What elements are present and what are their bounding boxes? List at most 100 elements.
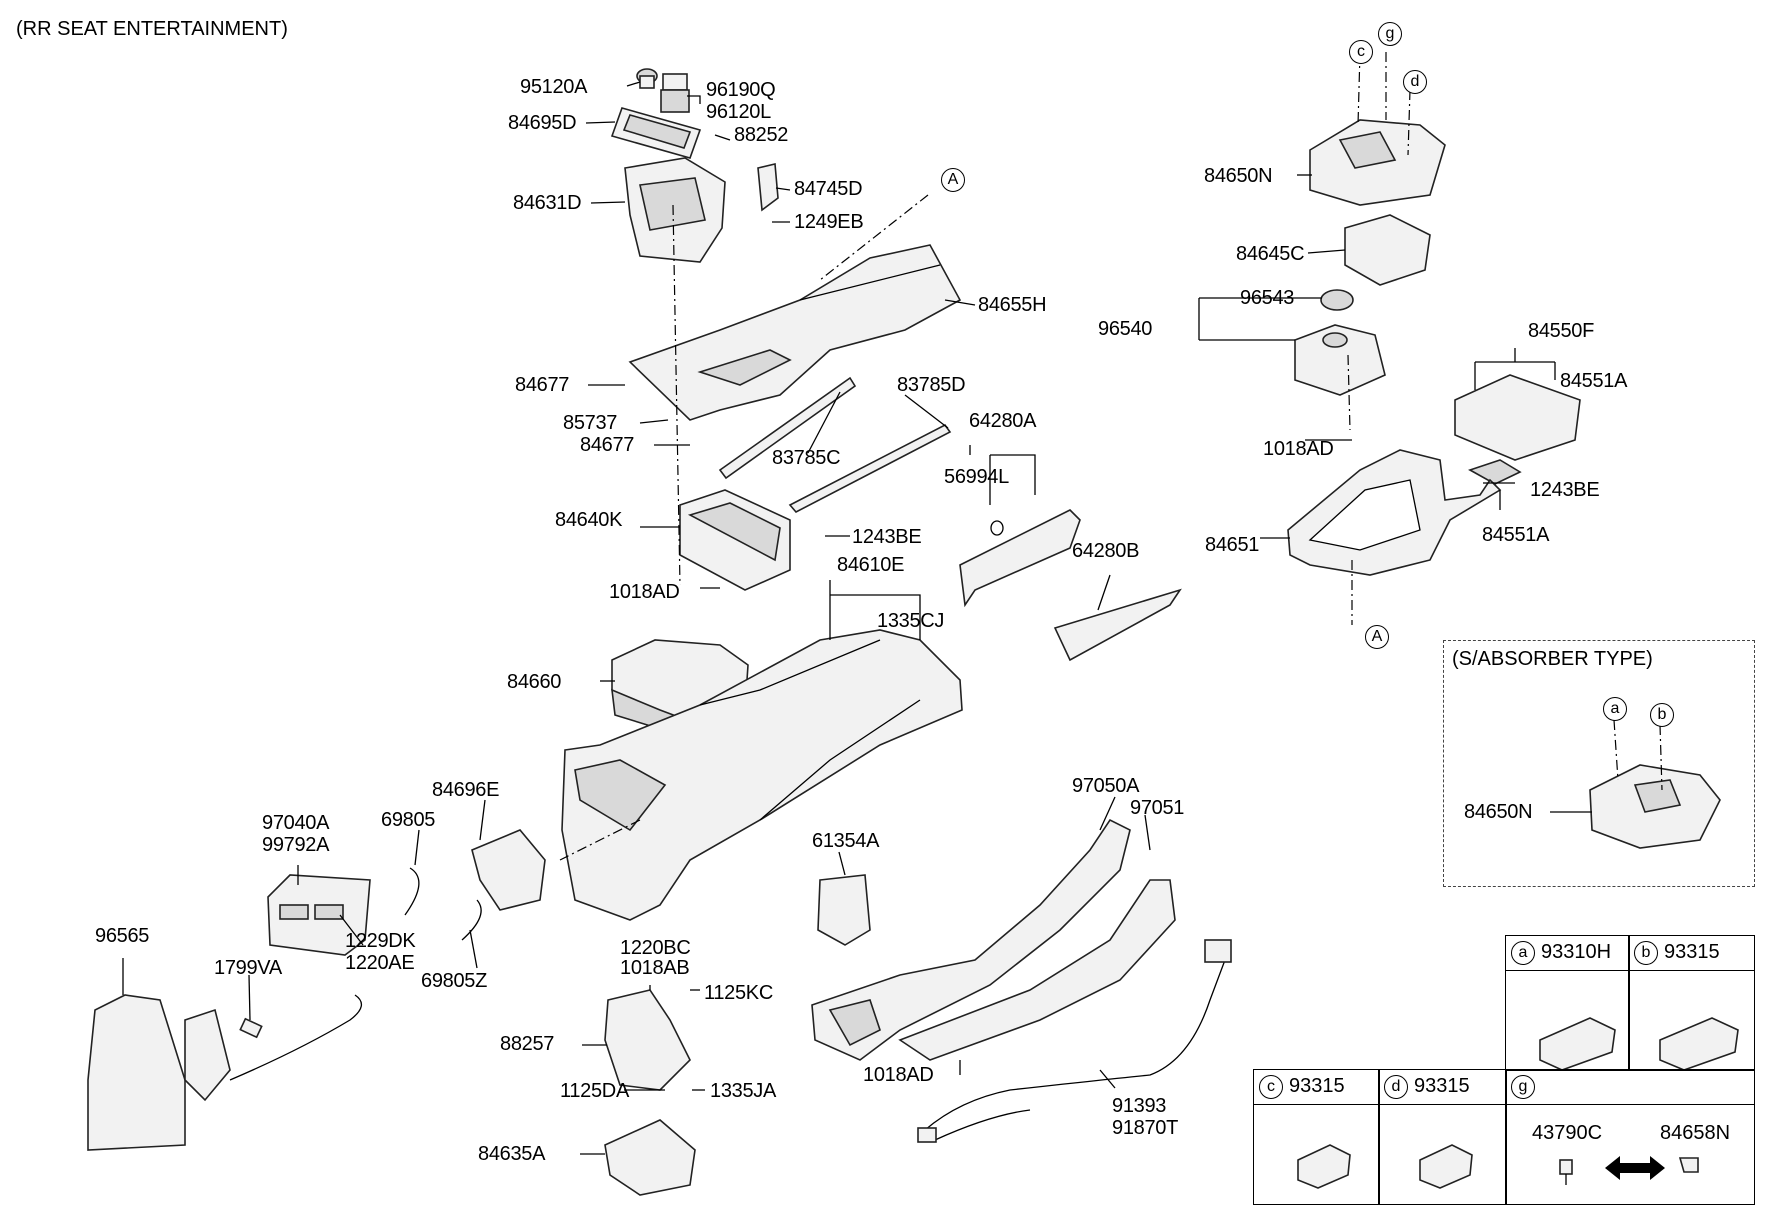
- part-84655H-drawing: [628, 244, 962, 421]
- label-84550F: 84550F: [1528, 320, 1595, 342]
- label-96543: 96543: [1240, 287, 1295, 309]
- label-84645C: 84645C: [1236, 243, 1305, 265]
- label-88252: 88252: [734, 124, 789, 146]
- label-84695D: 84695D: [508, 112, 577, 134]
- clip-84658N-drawing: [1678, 1157, 1699, 1173]
- label-1220AE: 1220AE: [345, 952, 415, 974]
- label-1018AB: 1018AB: [620, 957, 690, 979]
- label-1220BC: 1220BC: [620, 937, 691, 959]
- label-84551A-top: 84551A: [1560, 370, 1628, 392]
- part-84550F-drawing: [1454, 374, 1581, 485]
- label-61354A: 61354A: [812, 830, 880, 852]
- label-84551A-bottom: 84551A: [1482, 524, 1550, 546]
- legend-marker-d: d: [1384, 1075, 1408, 1099]
- switch-93315-b-drawing: [1659, 1017, 1739, 1071]
- switch-93310H-drawing: [1539, 1017, 1616, 1071]
- label-83785D: 83785D: [897, 374, 966, 396]
- legend-part-84658N: 84658N: [1660, 1122, 1731, 1144]
- label-91393: 91393: [1112, 1095, 1167, 1117]
- part-96190Q-drawing: [660, 73, 690, 113]
- part-97040A-drawing: [267, 874, 371, 956]
- switch-93315-c-drawing: [1297, 1144, 1351, 1189]
- label-97051: 97051: [1130, 797, 1185, 819]
- label-91870T: 91870T: [1112, 1117, 1179, 1139]
- part-88257-drawing: [604, 989, 691, 1091]
- part-84635A-drawing: [604, 1119, 696, 1196]
- part-97051-drawing: [898, 879, 1176, 1061]
- marker-c: c: [1349, 40, 1373, 64]
- label-95120A: 95120A: [520, 76, 588, 98]
- marker-A-top: A: [941, 168, 965, 192]
- shock-absorber-inset: [1443, 640, 1755, 887]
- switch-93315-d-drawing: [1419, 1144, 1473, 1189]
- inset-label-84650N: 84650N: [1464, 801, 1533, 823]
- label-84677-top: 84677: [515, 374, 570, 396]
- part-64280A-drawing: [959, 509, 1081, 608]
- marker-A-bottom: A: [1365, 625, 1389, 649]
- label-1799VA: 1799VA: [214, 957, 282, 979]
- part-97050A-drawing: [811, 818, 1131, 1061]
- inset-84650N-drawing: [1589, 764, 1721, 849]
- label-96190Q: 96190Q: [706, 79, 776, 101]
- label-1229DK: 1229DK: [345, 930, 416, 952]
- label-88257: 88257: [500, 1033, 555, 1055]
- part-84645C-drawing: [1344, 214, 1431, 286]
- label-56994L: 56994L: [944, 466, 1009, 488]
- label-1243BE-right: 1243BE: [1530, 479, 1600, 501]
- label-85737: 85737: [563, 412, 618, 434]
- leader-lines: [122, 81, 1592, 1155]
- label-1335JA: 1335JA: [710, 1080, 777, 1102]
- legend-part-b: 93315: [1664, 941, 1720, 963]
- part-83785D-drawing: [788, 423, 952, 514]
- label-84650N: 84650N: [1204, 165, 1273, 187]
- part-96565-drawing: [87, 994, 362, 1151]
- reference-dash-lines: [559, 51, 1663, 861]
- part-91393-drawing: [917, 939, 1232, 1143]
- label-84631D: 84631D: [513, 192, 582, 214]
- label-84677-bottom: 84677: [580, 434, 635, 456]
- legend-marker-c: c: [1259, 1075, 1283, 1099]
- legend-head-row-g: [1505, 1069, 1755, 1105]
- legend-head-row-b: [1628, 935, 1755, 971]
- inset-title: (S/ABSORBER TYPE): [1452, 648, 1653, 670]
- part-96540-drawing: [1294, 324, 1386, 396]
- label-1243BE-left: 1243BE: [852, 526, 922, 548]
- part-69805Z-drawing: [461, 899, 482, 941]
- legend-head-row-a: [1505, 935, 1630, 971]
- part-84610E-drawing: [561, 629, 963, 921]
- label-1125KC: 1125KC: [704, 982, 773, 1004]
- label-84635A: 84635A: [478, 1143, 546, 1165]
- diagram-title: (RR SEAT ENTERTAINMENT): [16, 18, 288, 40]
- label-84696E: 84696E: [432, 779, 500, 801]
- label-64280A: 64280A: [969, 410, 1037, 432]
- part-84745D-drawing: [757, 163, 779, 212]
- part-84651-drawing: [1287, 449, 1502, 576]
- label-84610E: 84610E: [837, 554, 905, 576]
- label-84745D: 84745D: [794, 178, 863, 200]
- part-84631D-drawing: [624, 157, 726, 263]
- inset-marker-a: a: [1603, 697, 1627, 721]
- label-1249EB: 1249EB: [794, 211, 864, 233]
- legend-head-row-d: [1378, 1069, 1507, 1105]
- part-95120A-drawing: [636, 68, 658, 89]
- legend-marker-a: a: [1511, 941, 1535, 965]
- label-69805: 69805: [381, 809, 436, 831]
- label-1335CJ: 1335CJ: [877, 610, 945, 632]
- legend-part-c: 93315: [1289, 1075, 1345, 1097]
- label-97040A: 97040A: [262, 812, 330, 834]
- label-64280B: 64280B: [1072, 540, 1140, 562]
- label-1125DA: 1125DA: [560, 1080, 629, 1102]
- legend-marker-b: b: [1634, 941, 1658, 965]
- label-96540: 96540: [1098, 318, 1153, 340]
- legend-part-a: 93310H: [1541, 941, 1612, 963]
- label-97050A: 97050A: [1072, 775, 1140, 797]
- label-84655H: 84655H: [978, 294, 1047, 316]
- label-1018AD-left: 1018AD: [609, 581, 680, 603]
- part-61354A-drawing: [817, 874, 871, 946]
- part-84640K-drawing: [679, 489, 791, 591]
- label-83785C: 83785C: [772, 447, 841, 469]
- label-96565: 96565: [95, 925, 150, 947]
- double-arrow-icon: [1605, 1156, 1665, 1180]
